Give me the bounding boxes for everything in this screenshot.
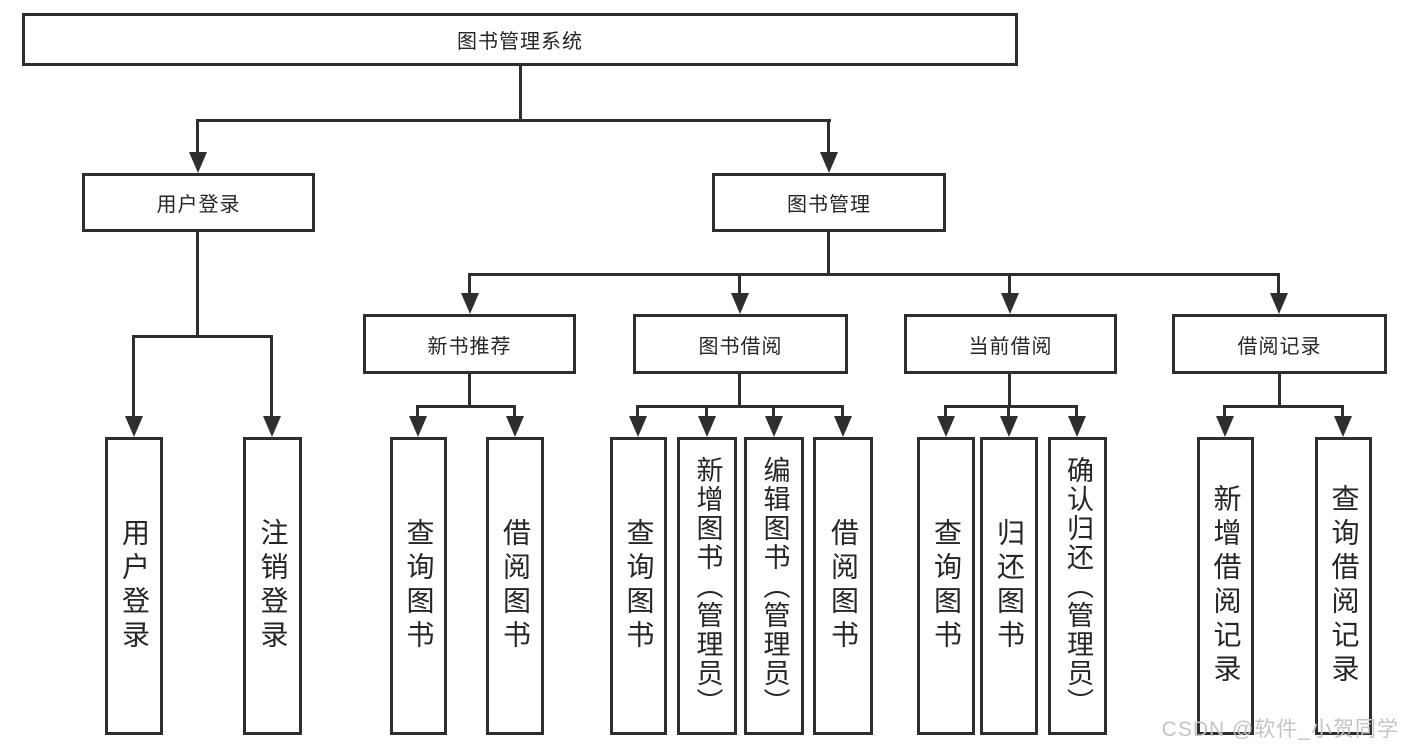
node-leaf-edit-books-admin: 编辑图书（管理员） [744, 437, 804, 735]
arrow-down-icon [731, 293, 749, 314]
connector-vline [416, 405, 419, 419]
arrow-down-icon [937, 416, 955, 437]
node-leaf-return-books: 归还图书 [980, 437, 1038, 735]
node-leaf-borrow-books-recommend: 借阅图书 [486, 437, 544, 735]
arrow-down-icon [461, 293, 479, 314]
connector-vline [1007, 405, 1010, 419]
arrow-down-icon [1270, 293, 1288, 314]
node-leaf-query-books-current: 查询图书 [917, 437, 975, 735]
connector-vline [196, 119, 199, 155]
connector-vline [772, 405, 775, 419]
node-book-borrowing: 图书借阅 [633, 314, 848, 374]
connector-vline [705, 405, 708, 419]
connector-vline [738, 273, 741, 297]
node-leaf-add-borrow-record: 新增借阅记录 [1197, 437, 1254, 735]
arrow-down-icon [1068, 416, 1086, 437]
connector-vline [519, 66, 522, 122]
connector-vline [468, 374, 471, 408]
connector-vline [468, 273, 471, 297]
arrow-down-icon [125, 416, 143, 437]
connector-vline [1008, 374, 1011, 408]
connector-vline [636, 405, 639, 419]
connector-vline [513, 405, 516, 419]
connector-vline [738, 374, 741, 408]
arrow-down-icon [1216, 416, 1234, 437]
arrow-down-icon [765, 416, 783, 437]
node-borrowing-records: 借阅记录 [1172, 314, 1387, 374]
node-leaf-query-borrow-record: 查询借阅记录 [1315, 437, 1372, 735]
node-leaf-borrow-books: 借阅图书 [813, 437, 873, 735]
arrow-down-icon [189, 152, 207, 173]
arrow-down-icon [506, 416, 524, 437]
connector-vline [1075, 405, 1078, 419]
connector-hline [196, 119, 831, 122]
node-user-login: 用户登录 [82, 173, 315, 232]
arrow-down-icon [629, 416, 647, 437]
watermark: CSDN @软件_小贺同学 [1161, 718, 1399, 741]
node-leaf-confirm-return-admin: 确认归还（管理员） [1048, 437, 1107, 735]
node-leaf-add-books-admin: 新增图书（管理员） [677, 437, 737, 735]
node-root: 图书管理系统 [22, 13, 1018, 66]
arrow-down-icon [263, 416, 281, 437]
connector-vline [841, 405, 844, 419]
node-leaf-logout: 注销登录 [243, 437, 302, 735]
connector-vline [270, 335, 273, 419]
node-leaf-query-books-borrow: 查询图书 [610, 437, 667, 735]
arrow-down-icon [409, 416, 427, 437]
node-current-borrowing: 当前借阅 [904, 314, 1117, 374]
connector-vline [1278, 374, 1281, 408]
arrow-down-icon [820, 152, 838, 173]
connector-vline [132, 335, 135, 419]
arrow-down-icon [1001, 293, 1019, 314]
node-book-management: 图书管理 [712, 173, 946, 232]
node-leaf-user-login: 用户登录 [105, 437, 163, 735]
connector-hline [132, 335, 273, 338]
connector-hline [944, 405, 1078, 408]
connector-vline [1341, 405, 1344, 419]
arrow-down-icon [698, 416, 716, 437]
connector-vline [1008, 273, 1011, 297]
node-new-book-recommendation: 新书推荐 [363, 314, 576, 374]
connector-hline [416, 405, 516, 408]
connector-vline [1277, 273, 1280, 297]
connector-vline [827, 119, 830, 155]
arrow-down-icon [1000, 416, 1018, 437]
connector-hline [1223, 405, 1344, 408]
node-leaf-query-books-recommend: 查询图书 [390, 437, 447, 735]
arrow-down-icon [1334, 416, 1352, 437]
arrow-down-icon [834, 416, 852, 437]
connector-vline [944, 405, 947, 419]
connector-hline [636, 405, 844, 408]
connector-vline [196, 232, 199, 338]
connector-hline [468, 273, 1280, 276]
connector-vline [1223, 405, 1226, 419]
connector-vline [827, 232, 830, 276]
